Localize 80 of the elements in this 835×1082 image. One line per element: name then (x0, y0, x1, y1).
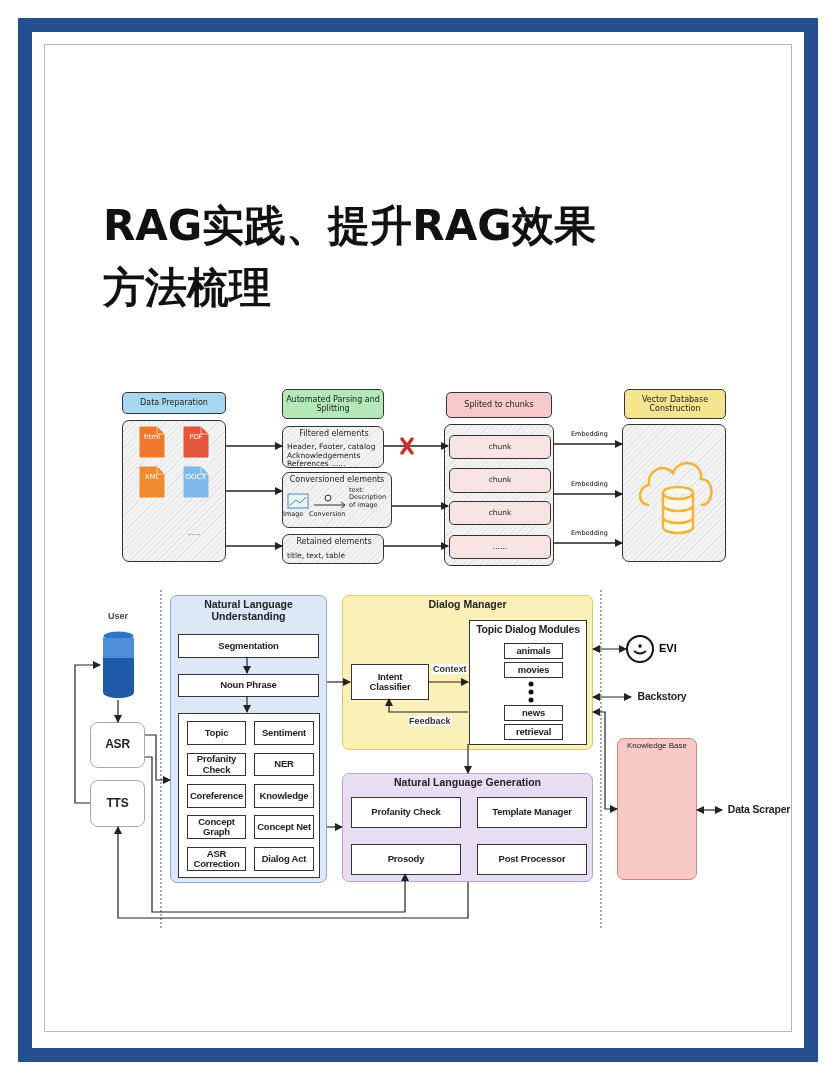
arrow (385, 698, 469, 713)
arrow (553, 539, 623, 547)
process-box: Template Manager (477, 797, 587, 828)
arrow (464, 743, 472, 774)
process-box: Noun Phrase (178, 674, 319, 697)
arrow (553, 490, 623, 498)
smiley-icon (626, 635, 654, 663)
arrow (592, 708, 618, 813)
arrow (225, 542, 283, 550)
process-box: Topic (187, 721, 246, 745)
title: RAG实践、提升RAG效果方法梳理 (103, 200, 597, 314)
arrow (696, 806, 723, 814)
group-title: Natural Language Understanding (203, 599, 294, 623)
group-container (170, 595, 327, 883)
arrow (427, 678, 469, 686)
group-title: Knowledge Base (625, 742, 688, 751)
arrow (553, 440, 623, 448)
process-box: news (504, 705, 563, 721)
text-label: Backstory (631, 688, 693, 706)
sketch-box (282, 534, 384, 564)
stage-header: Data Preparation (122, 392, 226, 414)
stage-header: Vector Database Construction (624, 389, 726, 419)
process-box: Profanity Check (351, 797, 461, 828)
group-title: Topic Dialog Modules (475, 624, 581, 636)
group-container (617, 738, 697, 880)
process-box: Post Processor (477, 844, 587, 875)
stage-header: Automated Parsing and Splitting (282, 389, 384, 419)
process-box: Segmentation (178, 634, 319, 658)
node-caption: EVI (659, 642, 677, 654)
group-container (342, 773, 593, 882)
stage-header: Splited to chunks (446, 392, 552, 418)
process-box: Knowledge (254, 784, 314, 808)
group-container (342, 595, 593, 750)
sketch-box (282, 426, 384, 468)
box-heading: Retained elements (295, 537, 373, 547)
arrow (391, 502, 449, 510)
process-box: Coreference (187, 784, 246, 808)
arrow (144, 734, 171, 784)
group-title: User (107, 612, 129, 622)
arrow (592, 645, 627, 653)
process-box: Intent Classifier (351, 664, 429, 700)
process-box: NER (254, 753, 314, 776)
arrow (74, 661, 101, 804)
arrow (383, 442, 449, 450)
process-box: Prosody (351, 844, 461, 875)
process-box: TTS (90, 780, 145, 827)
arrow (114, 826, 469, 919)
sketch-box (282, 472, 392, 528)
text-label: Data Scraper (722, 798, 796, 822)
process-box: animals (504, 643, 563, 659)
sketch-box (622, 424, 726, 562)
process-box: retrieval (504, 724, 563, 740)
arrow (225, 487, 283, 495)
group-box (178, 713, 320, 878)
process-box: movies (504, 662, 563, 678)
process-box: Concept Graph (187, 815, 246, 839)
arrow (592, 693, 632, 701)
arrow (243, 656, 251, 674)
arrow (326, 823, 343, 831)
box-heading: Conversioned elements (288, 475, 386, 485)
process-box: Profanity Check (187, 753, 246, 776)
edge-label: Context (432, 664, 468, 674)
arrow (114, 699, 122, 723)
process-box: Concept Net (254, 815, 314, 839)
arrow (383, 542, 449, 550)
process-box: Dialog Act (254, 847, 314, 871)
arrow (144, 756, 409, 913)
process-box: ASR (90, 722, 145, 768)
process-box (469, 620, 587, 745)
sketch-box (444, 424, 554, 566)
group-title: Natural Language Generation (393, 777, 542, 789)
arrow (243, 695, 251, 713)
box-heading: Filtered elements (298, 429, 370, 439)
group-title: Dialog Manager (427, 599, 508, 611)
arrow (225, 442, 283, 450)
process-box: ASR Correction (187, 847, 246, 871)
sketch-box (122, 420, 226, 562)
edge-label: Feedback (408, 716, 452, 726)
process-box: Sentiment (254, 721, 314, 745)
arrow (326, 678, 351, 686)
